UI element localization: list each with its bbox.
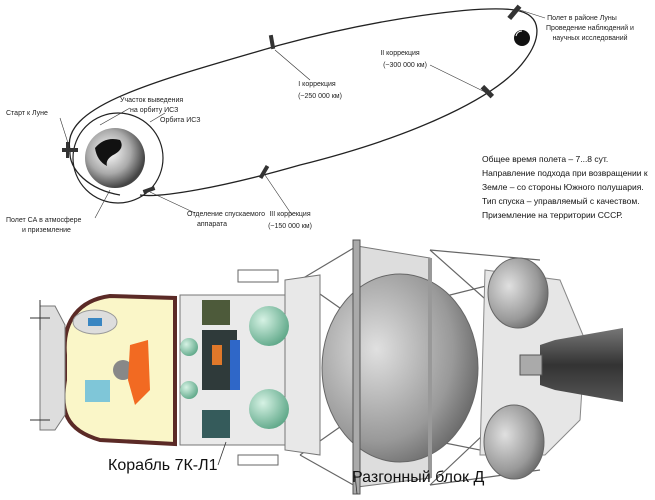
booster-flange — [352, 239, 361, 495]
reentry-label: и приземление — [22, 227, 71, 234]
note-line: Тип спуска – управляемый с качеством. — [482, 196, 640, 206]
main-propellant-sphere — [321, 273, 479, 463]
trajectory-diagram: Полет в районе Луны Проведение наблюдени… — [6, 4, 648, 234]
leader-lines — [59, 9, 546, 219]
correction-1-distance: (~250 000 км) — [298, 93, 342, 100]
adapter-section — [284, 274, 321, 456]
correction-3-label: III коррекция — [269, 211, 310, 218]
spacecraft-markers — [62, 4, 522, 194]
fuel-tank-lower — [249, 389, 289, 429]
upper-small-tank — [487, 257, 549, 329]
translunar-trajectory — [68, 8, 538, 197]
correction-2-label: II коррекция — [380, 50, 420, 57]
return-trajectory — [69, 149, 121, 196]
start-label: Старт к Луне — [6, 110, 48, 117]
moon-icon — [514, 30, 530, 46]
trajectory-labels: Полет в районе Луны Проведение наблюдени… — [6, 14, 634, 234]
ship-label: Корабль 7К-Л1 — [108, 457, 218, 474]
separation-label: Отделение спускаемого — [187, 211, 265, 218]
orbital-hatch — [39, 305, 66, 431]
note-line: Общее время полета – 7...8 сут. — [482, 154, 608, 164]
note-line: Приземление на территории СССР. — [482, 210, 623, 220]
earth-continents — [95, 139, 122, 166]
reentry-label: Полет СА в атмосфере — [6, 217, 82, 224]
moon-flight-label: научных исследований — [552, 34, 627, 42]
insertion-label: на орбиту ИСЗ — [130, 106, 178, 114]
insertion-label: Участок выведения — [120, 97, 183, 104]
cosmonaut-seat — [113, 360, 133, 380]
note-line: Земле – со стороны Южного полушария. — [482, 182, 644, 192]
earth-orbit-label: Орбита ИСЗ — [160, 116, 200, 124]
mission-notes: Общее время полета – 7...8 сут. Направле… — [482, 154, 648, 220]
spacecraft-cutaway: Корабль 7К-Л1 Разгонный блок Д — [30, 239, 623, 495]
booster-label: Разгонный блок Д — [352, 469, 484, 486]
moon-flight-label: Полет в районе Луны — [547, 14, 617, 22]
lower-small-tank — [483, 404, 545, 480]
separation-label: аппарата — [197, 221, 227, 228]
correction-3-distance: (~150 000 км) — [268, 223, 312, 230]
fuel-tank-upper — [249, 306, 289, 346]
correction-2-distance: (~300 000 км) — [383, 62, 427, 69]
moon-flight-label: Проведение наблюдений и — [546, 24, 634, 32]
earth-icon — [85, 128, 145, 188]
correction-1-label: I коррекция — [298, 81, 336, 88]
engine-nozzle — [540, 328, 623, 402]
booster-ring — [428, 258, 432, 478]
note-line: Направление подхода при возвращении к — [482, 168, 648, 178]
earth-orbit-circle — [72, 112, 164, 204]
